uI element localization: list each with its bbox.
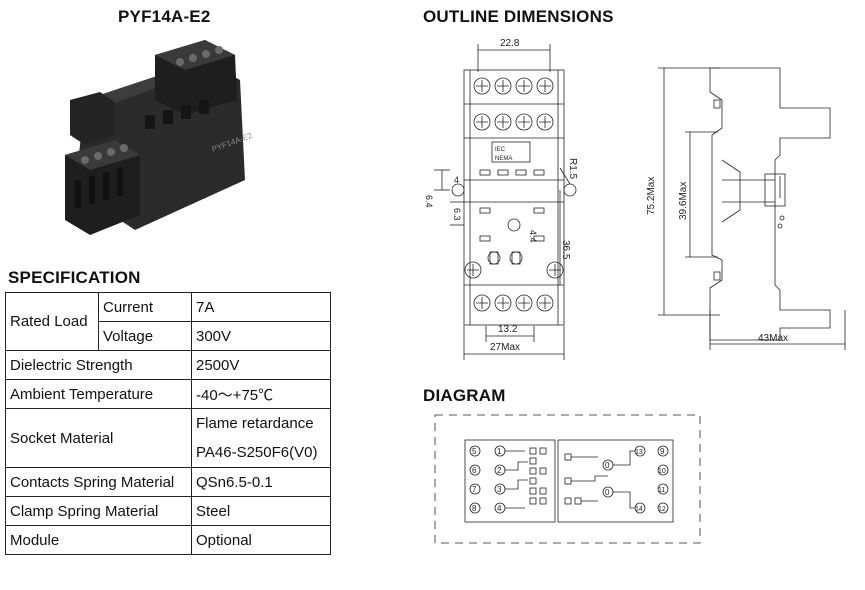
table-row: Ambient Temperature -40～+75℃ [5, 379, 331, 409]
socket-product-image: PYF14A-E2 [65, 40, 254, 235]
dim-4-4: 4.4 [528, 230, 538, 243]
diagram-title: DIAGRAM [423, 386, 506, 405]
socket-material-value: Flame retardance PA46-S250F6(V0) [191, 408, 331, 468]
socket-material-value-line1: Flame retardance [196, 415, 314, 432]
specification-title: SPECIFICATION [8, 268, 141, 287]
product-title: PYF14A-E2 [118, 7, 211, 26]
ambient-label: Ambient Temperature [5, 379, 192, 409]
dim-75-2-max: 75.2Max [646, 177, 657, 215]
table-row: Rated Load Current 7A [5, 292, 331, 351]
contacts-spring-label: Contacts Spring Material [5, 467, 192, 497]
terminal-8: 8 [472, 504, 477, 513]
table-row: Module Optional [5, 525, 331, 555]
ambient-value: -40～+75℃ [191, 379, 331, 409]
socket-material-label: Socket Material [5, 408, 192, 468]
outline-dimensions-title: OUTLINE DIMENSIONS [423, 7, 614, 26]
current-value: 7A [191, 292, 331, 322]
label-plate-nema: NEMA [495, 156, 512, 162]
dim-36-5: 36.5 [560, 240, 571, 260]
terminal-14: 14 [635, 506, 643, 513]
dim-39-6-max: 39.6Max [678, 182, 689, 220]
terminal-coil-b: 0 [605, 488, 610, 497]
terminal-13: 13 [635, 449, 643, 456]
module-value: Optional [191, 525, 331, 555]
terminal-6: 6 [472, 466, 477, 475]
rated-load-label: Rated Load [5, 292, 99, 351]
dim-13-2: 13.2 [498, 324, 518, 335]
table-row: Socket Material Flame retardance PA46-S2… [5, 408, 331, 468]
terminal-9: 9 [660, 447, 665, 456]
contacts-spring-value: QSn6.5-0.1 [191, 467, 331, 497]
clamp-spring-label: Clamp Spring Material [5, 496, 192, 526]
terminal-2: 2 [497, 466, 502, 475]
dim-r1-5: R1.5 [567, 158, 578, 180]
wiring-diagram: 5 6 7 8 1 2 3 4 0 0 13 14 9 10 11 12 [434, 414, 701, 544]
table-row: Contacts Spring Material QSn6.5-0.1 [5, 467, 331, 497]
dim-6-4: 6.4 [424, 195, 434, 208]
dielectric-value: 2500V [191, 350, 331, 380]
terminal-3: 3 [497, 485, 502, 494]
terminal-7: 7 [472, 485, 477, 494]
terminal-11: 11 [658, 487, 665, 494]
dim-4: 4 [454, 175, 459, 185]
terminal-coil-a: 0 [605, 461, 610, 470]
outline-side-view: 75.2Max 39.6Max 43Max [646, 67, 846, 350]
voltage-label: Voltage [98, 321, 192, 351]
voltage-value: 300V [191, 321, 331, 351]
socket-material-value-line2: PA46-S250F6(V0) [196, 444, 318, 461]
table-row: Dielectric Strength 2500V [5, 350, 331, 380]
terminal-4: 4 [497, 504, 502, 513]
terminal-12: 12 [658, 506, 666, 513]
outline-front-view: 22.8 IEC NEMA 4 6.4 6.3 R [424, 38, 578, 360]
terminal-5: 5 [472, 447, 477, 456]
dim-27-max: 27Max [490, 342, 520, 353]
dim-6-3: 6.3 [452, 208, 462, 221]
current-label: Current [98, 292, 192, 322]
module-label: Module [5, 525, 192, 555]
label-plate-iec: IEC [495, 147, 506, 153]
dielectric-label: Dielectric Strength [5, 350, 192, 380]
dim-22-8: 22.8 [500, 38, 520, 49]
table-row: Clamp Spring Material Steel [5, 496, 331, 526]
dim-43-max: 43Max [758, 333, 788, 344]
clamp-spring-value: Steel [191, 496, 331, 526]
terminal-10: 10 [658, 468, 666, 475]
specification-table: Rated Load Current 7A Voltage 300V Diele… [5, 292, 331, 555]
terminal-1: 1 [497, 447, 502, 456]
